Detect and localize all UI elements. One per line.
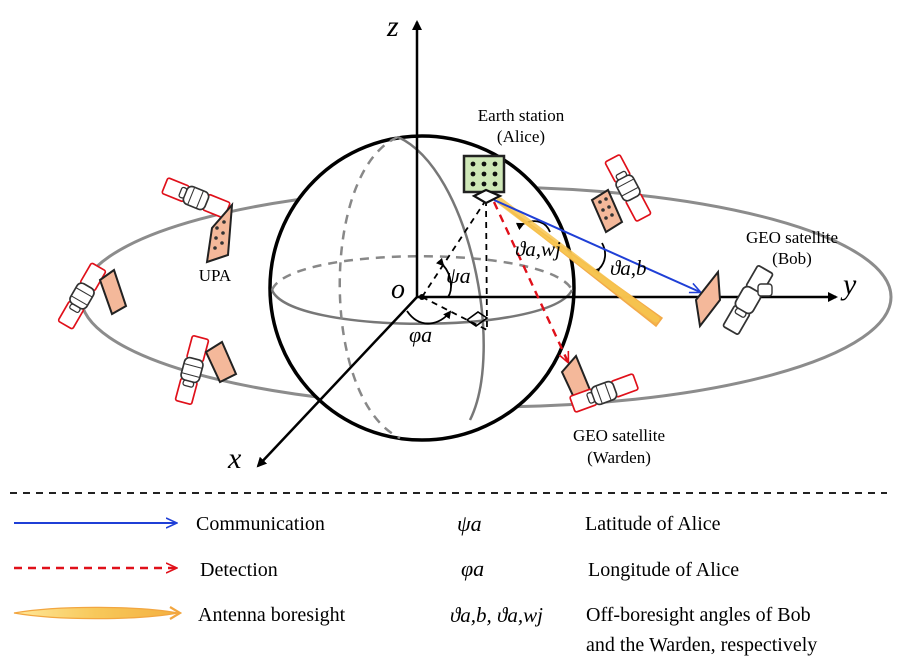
upa-label: UPA — [199, 266, 232, 285]
antenna-boresight — [495, 197, 664, 328]
z-axis-label: z — [386, 10, 399, 43]
earth-station-label: Earth station — [478, 106, 565, 125]
x-axis-label: x — [227, 442, 242, 475]
satellite-topleft — [160, 175, 234, 264]
legend-boresight-text: Antenna boresight — [198, 604, 346, 626]
legend-theta-symbols: ϑa,b, ϑa,wj — [450, 603, 543, 627]
legend-boresight-line — [13, 606, 183, 620]
legend-detection-text: Detection — [200, 559, 278, 581]
origin-label: o — [391, 274, 405, 305]
psi-angle-label: ψa — [446, 263, 471, 288]
theta-ab-angle-label: ϑa,b — [610, 256, 647, 280]
legend-theta-description-2: and the Warden, respectively — [586, 634, 817, 656]
right-angle-marker — [466, 311, 489, 327]
legend-communication-text: Communication — [196, 513, 325, 535]
legend-theta-description-1: Off-boresight angles of Bob — [586, 604, 811, 626]
geo-satellite-warden — [560, 354, 640, 415]
legend-phi-symbol: φa — [461, 556, 484, 581]
theta-b-arc — [591, 242, 606, 277]
earth-sphere — [268, 134, 576, 442]
geo-bob-label: GEO satellite — [746, 228, 838, 247]
geo-satellite-bob — [694, 265, 774, 335]
y-axis-label: y — [840, 268, 857, 301]
phi-angle-label: φa — [409, 322, 432, 347]
bob-label: (Bob) — [772, 249, 812, 268]
construction-lines — [421, 199, 488, 331]
theta-awj-angle-label: ϑa,wj — [515, 237, 561, 261]
alice-label: (Alice) — [497, 127, 545, 146]
satellite-bottomleft — [173, 334, 238, 406]
satellite-left — [56, 261, 128, 331]
communication-link — [493, 199, 700, 292]
x-axis — [256, 296, 418, 468]
psi-arc — [436, 257, 452, 298]
phi-arc — [406, 310, 452, 325]
warden-label: (Warden) — [587, 448, 651, 467]
legend-psi-description: Latitude of Alice — [585, 513, 721, 535]
legend-phi-description: Longitude of Alice — [588, 559, 739, 581]
geo-warden-label: GEO satellite — [573, 426, 665, 445]
detection-link — [492, 201, 568, 362]
earth-station-alice — [462, 154, 506, 205]
legend-psi-symbol: ψa — [457, 511, 482, 536]
satellite-topright — [590, 153, 653, 234]
